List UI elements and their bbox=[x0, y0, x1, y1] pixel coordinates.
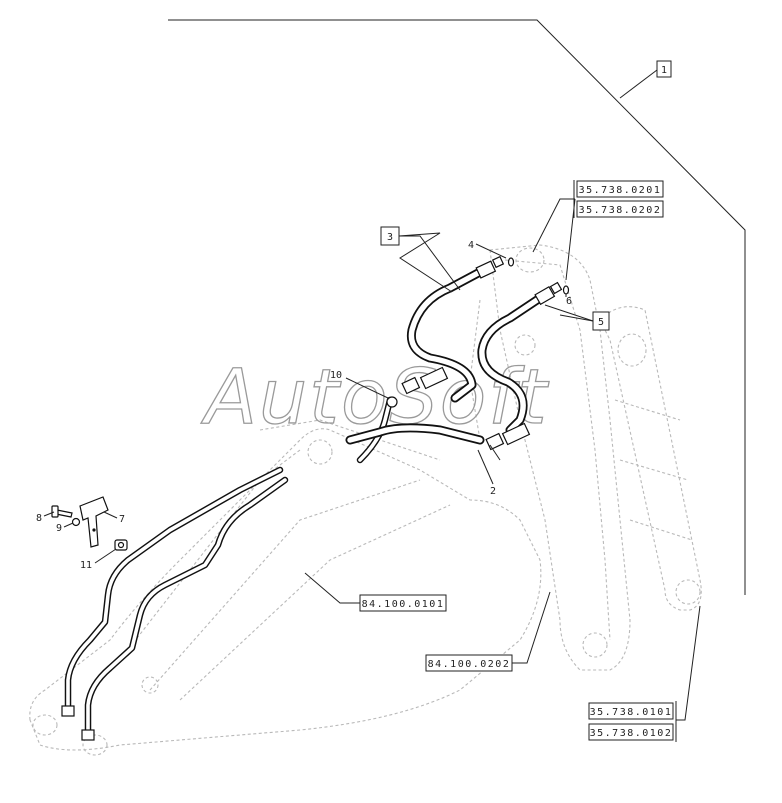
clamp-bracket[interactable] bbox=[79, 496, 109, 548]
assembly-frame-line bbox=[168, 19, 746, 595]
hose-lower[interactable] bbox=[345, 423, 485, 445]
hose-second[interactable] bbox=[477, 293, 545, 435]
callout-11: 11 bbox=[80, 560, 92, 571]
elbow-fitting[interactable] bbox=[386, 396, 398, 408]
assembly-ref-leader bbox=[619, 69, 658, 99]
tube-end-fitting-lower bbox=[81, 729, 95, 741]
callout-5-box[interactable]: 5 bbox=[592, 311, 610, 331]
ref-arm[interactable]: 84.100.0202 bbox=[425, 591, 551, 672]
callout-9: 9 bbox=[56, 523, 62, 534]
callout-2: 2 bbox=[490, 486, 496, 497]
hose-fitting-top-2[interactable] bbox=[534, 281, 563, 306]
ref-top-a[interactable]: 35.738.0201 bbox=[576, 180, 664, 198]
ref-arm-label: 84.100.0202 bbox=[428, 659, 511, 670]
ref-bottom-b[interactable]: 35.738.0102 bbox=[588, 723, 674, 741]
boom-tube-crossover[interactable] bbox=[356, 396, 394, 464]
callout-5: 5 bbox=[598, 317, 604, 328]
hose-fitting-mid-1[interactable] bbox=[401, 366, 449, 395]
callout-7: 7 bbox=[119, 514, 125, 525]
callout-3-box[interactable]: 3 bbox=[380, 226, 400, 246]
ref-top-b-label: 35.738.0202 bbox=[579, 205, 662, 216]
tube-end-fitting-upper bbox=[61, 705, 75, 717]
hose-upper[interactable] bbox=[406, 267, 485, 403]
assembly-ref-label: 1 bbox=[661, 65, 667, 76]
clamp-washer[interactable] bbox=[71, 517, 81, 527]
callout-10: 10 bbox=[330, 370, 342, 381]
ref-bottom-b-label: 35.738.0102 bbox=[590, 728, 673, 739]
ref-top-a-label: 35.738.0201 bbox=[579, 185, 662, 196]
o-ring-top[interactable] bbox=[507, 257, 515, 267]
hose-fitting-top-1[interactable] bbox=[475, 255, 505, 279]
o-ring-second[interactable] bbox=[562, 285, 570, 295]
callout-6: 6 bbox=[566, 296, 572, 307]
callout-3: 3 bbox=[387, 232, 393, 243]
ref-boom[interactable]: 84.100.0101 bbox=[304, 572, 447, 612]
callout-8: 8 bbox=[36, 513, 42, 524]
ref-bottom-a[interactable]: 35.738.0101 bbox=[588, 702, 674, 720]
assembly-ref-box[interactable]: 1 bbox=[656, 60, 672, 78]
callout-4: 4 bbox=[468, 240, 474, 251]
clamp-bolt[interactable] bbox=[51, 505, 73, 518]
ref-group-bottom: 35.738.0101 35.738.0102 bbox=[588, 605, 701, 742]
ref-group-top: 35.738.0201 35.738.0202 bbox=[532, 180, 664, 281]
ref-bottom-a-label: 35.738.0101 bbox=[590, 707, 673, 718]
clamp-nut[interactable] bbox=[114, 539, 128, 551]
arm-outline bbox=[469, 244, 631, 671]
boom-tube-upper[interactable] bbox=[64, 466, 284, 716]
ref-boom-label: 84.100.0101 bbox=[362, 599, 445, 610]
boom-tube-lower[interactable] bbox=[84, 476, 289, 739]
cylinder-outline bbox=[599, 306, 702, 611]
watermark-text: AutoSoft bbox=[200, 352, 550, 441]
ref-top-b[interactable]: 35.738.0202 bbox=[576, 200, 664, 218]
